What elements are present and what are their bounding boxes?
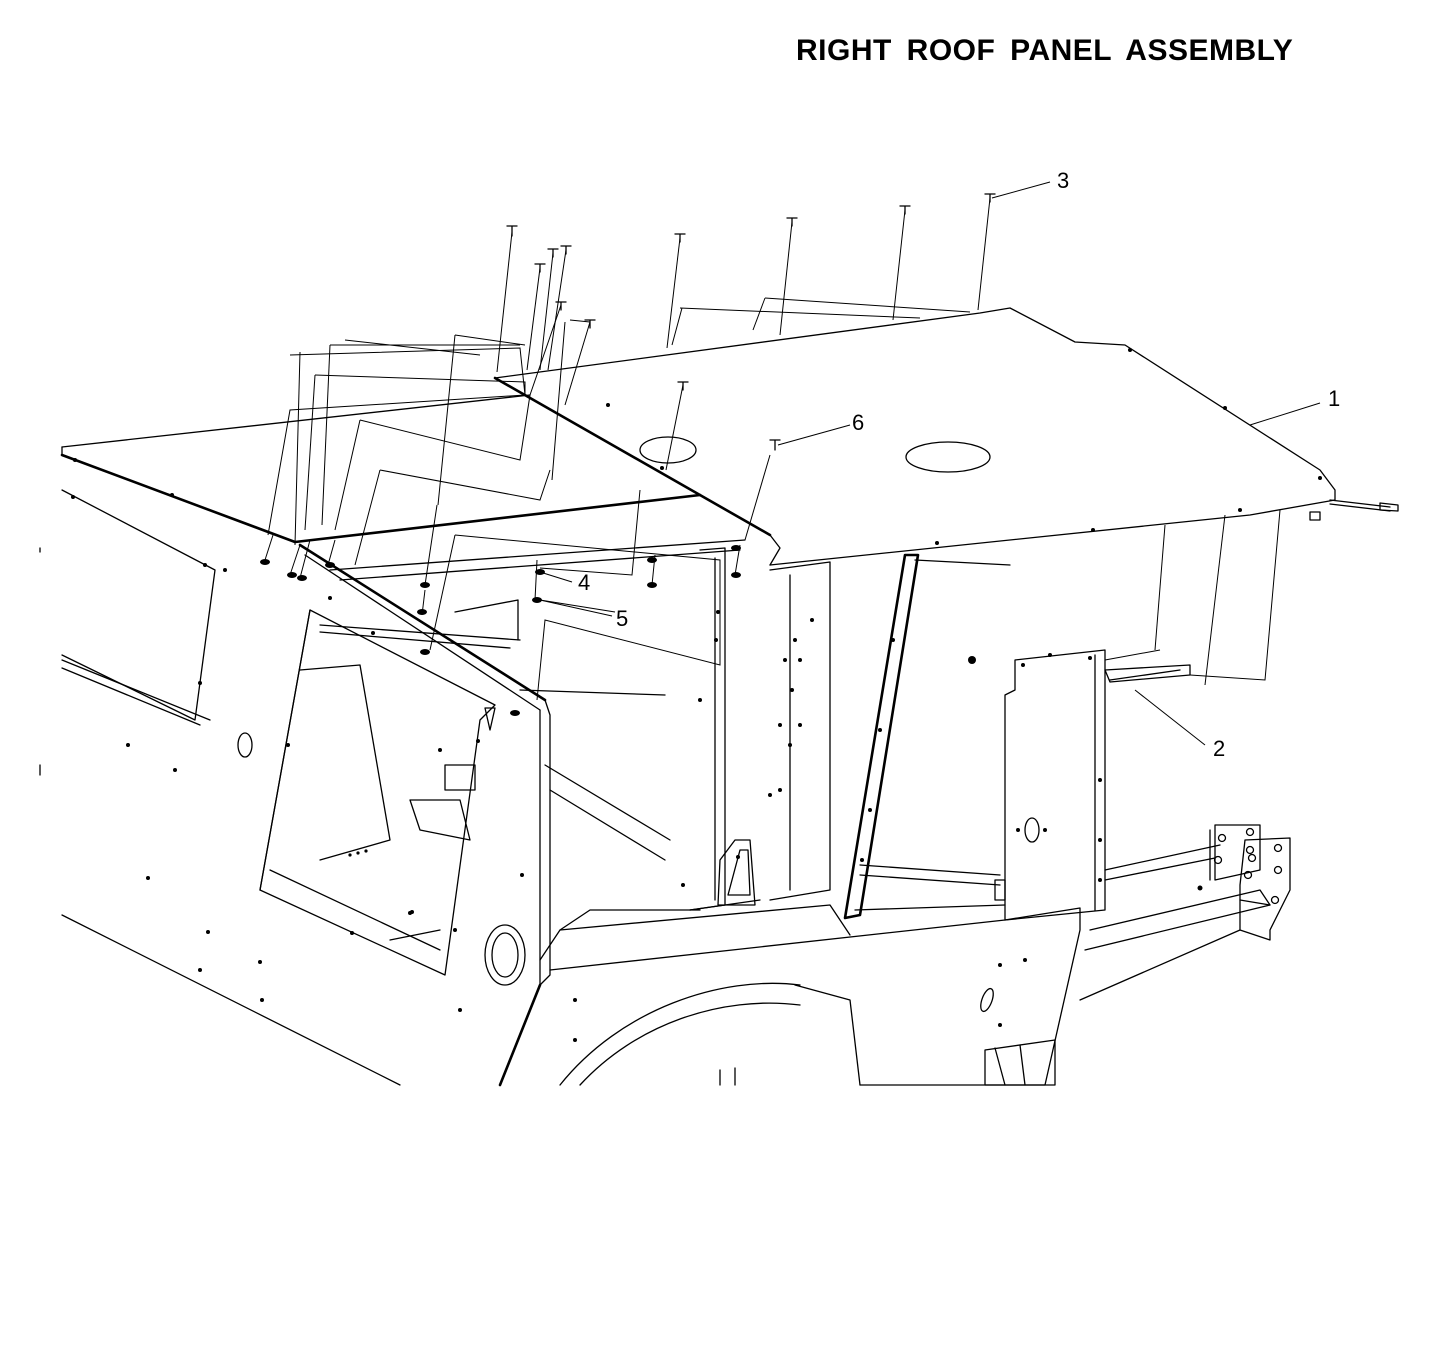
rear-pillars	[681, 547, 1011, 920]
callout-3: 3	[1057, 168, 1069, 193]
rear-bracket-panel	[1004, 649, 1106, 921]
page-title: RIGHT ROOF PANEL ASSEMBLY	[796, 34, 1294, 67]
existing-roof	[60, 394, 702, 544]
callout-1: 1	[1328, 386, 1340, 411]
callout-6: 6	[852, 410, 864, 435]
cab-interior	[299, 539, 746, 941]
callout-leaders	[539, 181, 1321, 746]
lower-body	[539, 864, 1081, 1086]
rear-frame-rails	[1079, 824, 1291, 1001]
callout-2: 2	[1213, 736, 1225, 761]
roof-panel	[493, 307, 1336, 566]
callout-5: 5	[616, 606, 628, 631]
callout-4: 4	[578, 570, 590, 595]
roof-hole-left	[639, 436, 697, 464]
exploded-guide-lines	[267, 297, 1281, 701]
roof-hole-right	[905, 441, 991, 473]
cab-left-frame	[61, 489, 551, 1087]
